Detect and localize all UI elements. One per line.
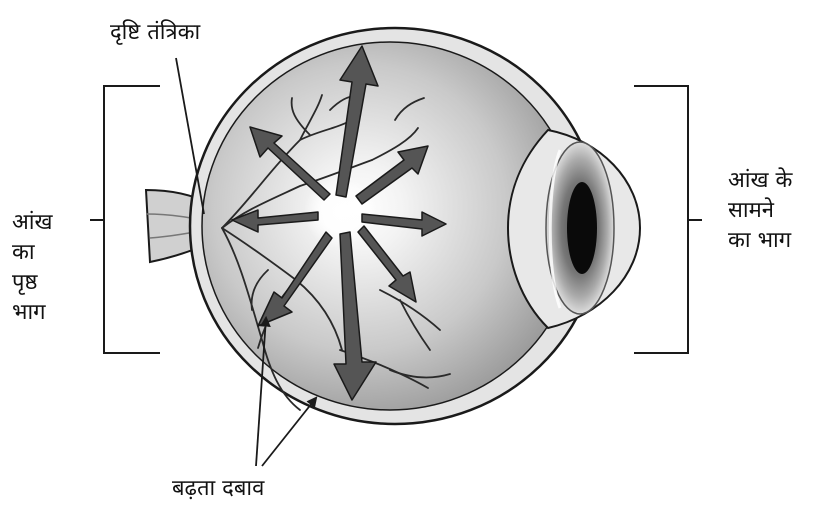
back-of-eye-label: आंख का पृष्ठ भाग: [12, 208, 52, 328]
optic-nerve-label: दृष्टि तंत्रिका: [110, 18, 200, 48]
pressure-leader-right: [262, 398, 316, 466]
back-of-eye-label-line: पृष्ठ: [12, 268, 52, 298]
back-of-eye-label-line: का: [12, 238, 52, 268]
front-of-eye-label-line: सामने: [728, 196, 792, 226]
front-of-eye-label-line: का भाग: [728, 226, 792, 256]
back-of-eye-label-line: भाग: [12, 298, 52, 328]
back-of-eye-label-line: आंख: [12, 208, 52, 238]
pupil: [567, 182, 597, 274]
optic-nerve-leader: [176, 58, 204, 214]
front-of-eye-structure: [508, 130, 640, 328]
front-bracket: [634, 86, 702, 353]
front-of-eye-label-line: आंख के: [728, 166, 792, 196]
front-of-eye-label: आंख के सामने का भाग: [728, 166, 792, 256]
increasing-pressure-label: बढ़ता दबाव: [172, 474, 264, 504]
